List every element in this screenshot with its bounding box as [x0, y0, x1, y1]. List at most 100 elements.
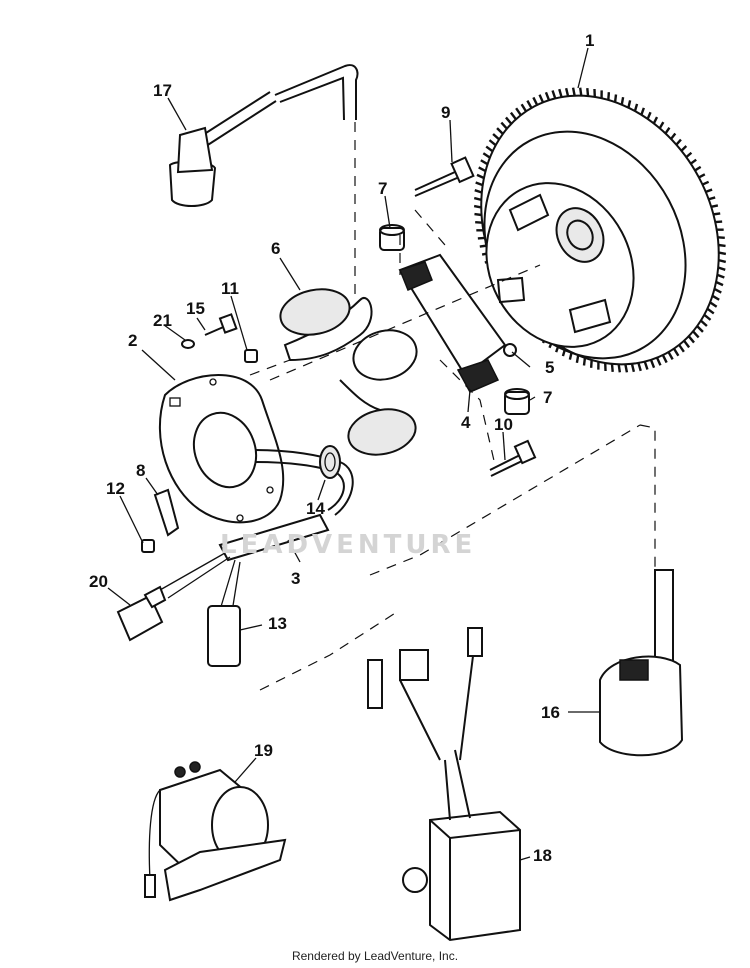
gear-tooth [678, 344, 685, 353]
gear-tooth [700, 319, 708, 327]
gear-tooth [538, 94, 545, 103]
callout-1: 1 [585, 31, 595, 50]
wire-harness[interactable] [159, 449, 354, 613]
washer-21[interactable] [181, 339, 195, 349]
watermark: LEADVENTURE [220, 530, 477, 560]
gear-tooth [478, 166, 487, 173]
gear-tooth [667, 351, 674, 360]
gear-tooth [532, 96, 539, 106]
gear-tooth [713, 212, 721, 216]
gear-tooth [509, 111, 517, 121]
gear-tooth [492, 133, 500, 141]
callout-10: 10 [494, 415, 513, 434]
gear-tooth [620, 96, 625, 105]
leader-lines [107, 47, 600, 861]
gear-tooth [655, 357, 662, 366]
gear-tooth [633, 103, 639, 112]
gear-tooth [575, 355, 580, 364]
clamp-8[interactable] [153, 488, 180, 537]
gear-tooth [670, 132, 677, 140]
callout-21: 21 [153, 311, 172, 330]
gear-tooth [718, 258, 727, 264]
gear-tooth [710, 204, 719, 208]
callout-8: 8 [136, 461, 146, 480]
callout-7-lower: 7 [543, 388, 553, 407]
gear-tooth [613, 94, 618, 103]
gear-tooth [680, 145, 688, 152]
gear-tooth [718, 251, 727, 256]
callout-6: 6 [271, 239, 281, 258]
gear-tooth [544, 91, 551, 101]
gear-tooth [640, 107, 645, 116]
starter-relay[interactable] [144, 761, 287, 902]
gear-tooth [558, 88, 563, 98]
lighting-coil[interactable] [398, 253, 507, 393]
callout-18: 18 [533, 846, 552, 865]
stator-plate[interactable] [158, 374, 285, 524]
gear-tooth [607, 92, 611, 101]
gear-tooth [703, 313, 712, 321]
gear-tooth [694, 165, 702, 172]
gear-tooth [715, 280, 724, 287]
callout-17: 17 [153, 81, 172, 100]
connector-20[interactable] [116, 585, 167, 642]
gear-tooth [646, 111, 652, 120]
gear-tooth [683, 339, 691, 349]
gear-tooth [473, 204, 482, 209]
callout-11: 11 [221, 279, 239, 298]
screw-10[interactable] [489, 439, 537, 477]
callout-20: 20 [89, 572, 108, 591]
ignition-coil[interactable] [599, 569, 684, 757]
gear-tooth [643, 361, 649, 370]
screw-9[interactable] [414, 156, 475, 197]
gear-tooth [652, 116, 659, 124]
gear-tooth [488, 139, 497, 147]
gear-tooth [476, 173, 485, 180]
gear-tooth [480, 159, 489, 166]
flywheel[interactable] [435, 54, 750, 406]
gear-tooth [713, 287, 722, 294]
gear-tooth [586, 87, 590, 97]
gear-tooth [500, 121, 508, 130]
gear-tooth [617, 364, 622, 373]
assembly-guide-lines [249, 122, 656, 691]
callout-12: 12 [106, 479, 125, 498]
gear-tooth [582, 357, 587, 366]
grommet[interactable] [319, 445, 341, 479]
nut-11[interactable] [244, 349, 258, 363]
callout-5: 5 [545, 358, 555, 377]
gear-tooth [627, 100, 632, 108]
gear-tooth [515, 107, 522, 116]
cdi-unit[interactable] [367, 627, 521, 942]
gear-tooth [551, 90, 557, 99]
callout-19: 19 [254, 741, 273, 760]
callout-16: 16 [541, 703, 560, 722]
gear-tooth [708, 196, 716, 201]
gear-tooth [571, 87, 576, 96]
gear-tooth [711, 294, 720, 301]
gear-tooth [649, 359, 656, 369]
callout-14: 14 [306, 499, 325, 518]
gear-tooth [664, 126, 671, 135]
gear-tooth [701, 180, 710, 186]
connector-13[interactable] [207, 605, 241, 667]
screw-12[interactable] [141, 539, 155, 553]
gear-tooth [718, 243, 726, 248]
gear-tooth [482, 152, 491, 159]
gear-tooth [475, 181, 484, 187]
callout-9: 9 [441, 103, 451, 122]
gear-tooth [709, 301, 718, 308]
bushing-lower[interactable] [504, 388, 530, 415]
gear-tooth [578, 87, 583, 96]
gear-tooth [692, 330, 700, 339]
gear-tooth [526, 100, 533, 109]
screw-15[interactable] [204, 313, 238, 336]
gear-tooth [696, 325, 704, 333]
gear-tooth [675, 138, 682, 146]
bushing-upper[interactable] [379, 224, 405, 251]
gear-tooth [505, 116, 513, 125]
spark-plug-cap[interactable] [168, 64, 359, 207]
stator-coils[interactable] [276, 283, 422, 460]
gear-tooth [706, 307, 715, 315]
gear-tooth [685, 151, 693, 159]
